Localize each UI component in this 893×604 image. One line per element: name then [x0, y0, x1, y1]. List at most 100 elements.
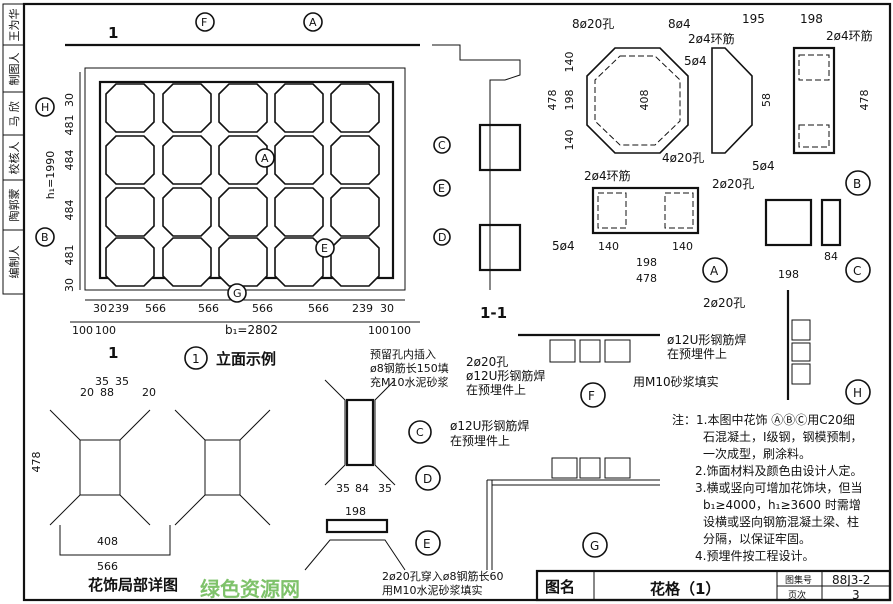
octagon-block [105, 135, 155, 185]
octagon-block [162, 83, 212, 133]
octagon-block [218, 187, 268, 237]
page-number: 3 [852, 588, 860, 602]
dim: 88 [100, 386, 114, 399]
detail-c: 2ø20孔 198 84 C [712, 177, 871, 283]
local-detail: 35 35 20 88 20 478 408 566 花饰局部详图 [30, 375, 271, 594]
width-label: b₁=2802 [225, 323, 278, 337]
dim: 35 [378, 482, 392, 495]
dim: 20 [142, 386, 156, 399]
callout: 8ø4 [668, 17, 691, 31]
dim: 140 [598, 240, 619, 253]
tag-label: F [201, 16, 207, 29]
dim: 30 [63, 278, 76, 292]
tag-label: A [309, 16, 317, 29]
octagon-block [274, 135, 324, 185]
atlas-label: 图集号 [785, 574, 812, 586]
callout-circle [303, 12, 323, 32]
detail-d: 预留孔内插入 ø8钢筋长150填 充M10水泥砂浆 C 35 84 35 D [324, 347, 449, 495]
dim: 478 [636, 272, 657, 285]
strip-text: 校核人 [7, 142, 21, 175]
height-label: h₁=1990 [44, 151, 57, 200]
callout: 在预埋件上 [450, 434, 510, 448]
dim: 198 [345, 505, 366, 518]
callout: 2ø20孔 [712, 177, 754, 191]
dim: 478 [30, 452, 43, 473]
dim: 84 [824, 250, 838, 263]
octagon-block [330, 187, 380, 237]
detail-b: 198 2ø4环筋 5ø4 478 B [752, 12, 873, 196]
dim: 30 [93, 302, 107, 315]
tag-label: B [41, 231, 49, 244]
callout: 用M10砂浆填实 [633, 374, 719, 389]
title-block: 图名 花格（1） 图集号 88J3-2 页次 3 [535, 569, 892, 602]
dim: 481 [63, 245, 76, 266]
dim: 195 [742, 12, 765, 26]
tag-label: F [588, 389, 595, 403]
dim: 198 [636, 256, 657, 269]
octagon-block [330, 83, 380, 133]
octagon-block [218, 135, 268, 185]
dim: 484 [63, 200, 76, 221]
dim: 30 [380, 302, 394, 315]
dim: 100 [95, 324, 116, 337]
section-mark-bottom: 1 [108, 344, 118, 362]
strip-text: 王为华 [7, 9, 21, 42]
callout-circle [255, 148, 275, 168]
note-line: 注：1.本图中花饰 ⒶⒷⒸ用C20细 [672, 412, 855, 427]
octagon-block [218, 83, 268, 133]
dim: 408 [638, 90, 651, 111]
notes: 注：1.本图中花饰 ⒶⒷⒸ用C20细 石混凝土，Ⅰ级钢，钢模预制， 一次成型，刷… [672, 412, 863, 563]
octagon-block [218, 237, 268, 287]
callout: 2ø20孔 [703, 296, 745, 310]
detail-a: 2ø4环筋 5ø4 140 198 140 478 A [552, 168, 728, 285]
callout: 4ø20孔 [662, 151, 704, 165]
callout-circle [195, 12, 215, 32]
dim: 30 [63, 93, 76, 107]
callout: ø12U形钢筋焊 [466, 368, 545, 383]
detail-e: 198 2ø20孔穿入ø8钢筋长60 用M10水泥砂浆填实 E [304, 505, 503, 597]
callout: 预留孔内插入 [370, 347, 436, 361]
callout: ø8钢筋长150填 [370, 361, 449, 375]
dim: 566 [308, 302, 329, 315]
tag-label: H [41, 101, 49, 114]
note-line: 分隔，以保证牢固。 [703, 531, 811, 546]
dim: 140 [672, 240, 693, 253]
dim: 84 [355, 482, 369, 495]
section-mark-top: 1 [108, 24, 118, 42]
octagon-block [162, 187, 212, 237]
callout: 用M10水泥砂浆填实 [382, 583, 483, 597]
atlas-number: 88J3-2 [832, 573, 870, 587]
tag-label: H [853, 386, 862, 400]
section-view: 1-1 C E D [432, 44, 522, 322]
view-number-circle [184, 346, 208, 370]
callout-circle [35, 97, 55, 117]
octagon-block [330, 135, 380, 185]
tag-label: E [321, 242, 328, 255]
octagon-block [105, 187, 155, 237]
strip-text: 陶郭蒙 [7, 189, 21, 222]
note-line: 4.预埋件按工程设计。 [695, 548, 814, 563]
side-strip: 王为华 制图人 马 欣 校核人 陶郭蒙 编制人 [2, 3, 25, 295]
page-label: 页次 [788, 589, 806, 601]
tag-label: G [233, 287, 242, 300]
strip-text: 马 欣 [7, 101, 21, 127]
tag-label: C [853, 264, 861, 278]
callout: ø12U形钢筋焊 [667, 332, 746, 347]
strip-text: 制图人 [8, 53, 21, 86]
octagon-block [274, 237, 324, 287]
note-line: 设横或竖向钢筋混凝土梁、柱 [703, 514, 859, 529]
note-line: b₁≥4000，h₁≥3600 时需增 [703, 498, 861, 512]
dim: 100 [368, 324, 389, 337]
octagon-detail: 8ø20孔 8ø4 2ø4环筋 5ø4 4ø20孔 478 140 198 14… [546, 12, 773, 165]
dim: 484 [63, 150, 76, 171]
callout-circle [227, 283, 247, 303]
section-label: 1-1 [480, 304, 507, 322]
callout: 2ø4环筋 [584, 168, 631, 183]
tag-label: G [590, 539, 599, 553]
octagon-block [330, 237, 380, 287]
callout: 5ø4 [552, 239, 575, 253]
dim: 481 [63, 115, 76, 136]
drawing-name: 花格（1） [650, 580, 720, 598]
